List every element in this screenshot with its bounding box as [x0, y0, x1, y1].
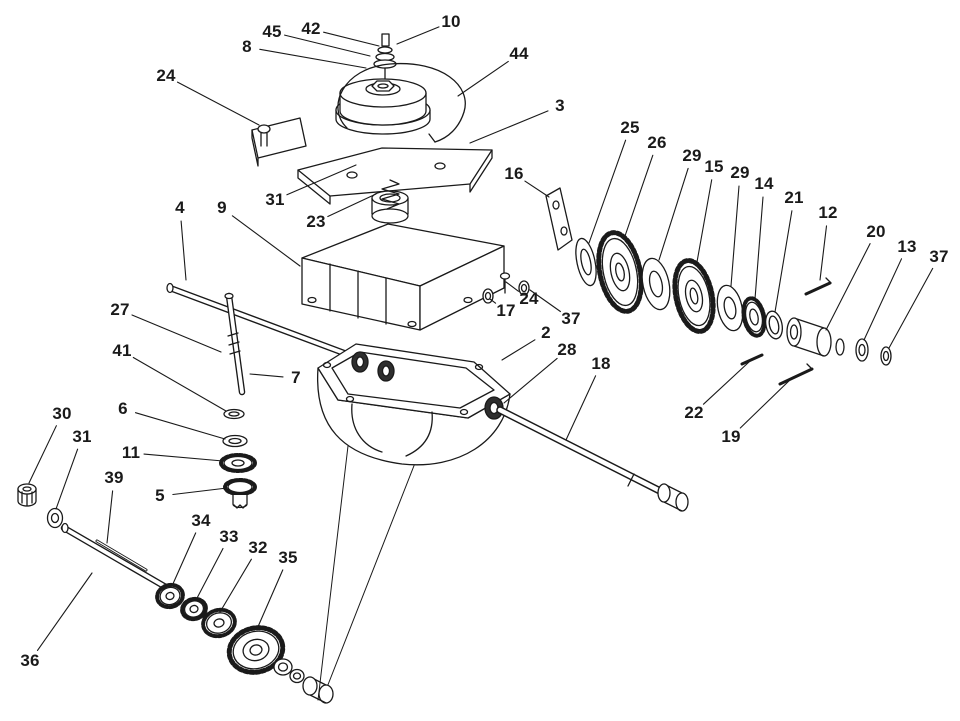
gearcase-housing-drawing	[316, 343, 511, 466]
spindle-washers-gears-drawing	[219, 408, 257, 509]
leader-line	[825, 243, 871, 331]
leader-line	[565, 375, 597, 441]
leader-line	[658, 167, 689, 261]
leader-line	[249, 373, 284, 378]
leader-line	[106, 490, 114, 544]
leader-line	[131, 314, 222, 353]
leader-line	[457, 60, 509, 97]
leader-line	[176, 81, 260, 126]
leader-line	[396, 26, 440, 45]
key-19-drawing	[778, 363, 814, 386]
leader-line	[524, 180, 550, 198]
leader-line	[469, 110, 549, 144]
return-spring-drawing	[381, 179, 400, 210]
leader-line	[624, 154, 654, 237]
pulley-drawing	[335, 78, 431, 135]
leader-line	[863, 258, 903, 341]
top-bolt-stack-drawing	[373, 33, 397, 81]
flat-bracket-drawing	[545, 187, 573, 251]
leader-line	[219, 558, 252, 613]
leader-line	[702, 361, 750, 405]
bracket-bolt-drawing	[257, 124, 271, 147]
gear-stack-drawing	[575, 230, 892, 386]
leader-line	[501, 339, 536, 361]
assembly-guide-lines	[317, 429, 429, 701]
leader-line	[259, 48, 367, 69]
leader-line	[754, 196, 764, 300]
pin-22-drawing	[740, 353, 764, 366]
output-axle-drawing	[496, 406, 689, 512]
input-shaft-drawing	[166, 282, 356, 360]
leader-line	[505, 281, 520, 292]
leader-line	[696, 179, 713, 263]
leader-line	[489, 298, 497, 304]
leader-line	[231, 215, 301, 267]
cotter-pin-12-drawing	[804, 277, 832, 296]
leader-lines-layer	[28, 26, 934, 651]
leader-line	[327, 193, 377, 218]
leader-line	[195, 547, 224, 601]
leader-line	[888, 267, 934, 349]
gearcase-cover-drawing	[301, 190, 505, 331]
leader-line	[323, 31, 380, 47]
leader-line	[28, 425, 57, 484]
leader-line	[529, 289, 561, 313]
leader-line	[143, 453, 224, 462]
leader-line	[739, 376, 794, 429]
shaft-bearings-drawing	[351, 351, 395, 382]
leader-line	[172, 487, 228, 496]
leader-line	[132, 356, 227, 412]
brake-cable-drawing	[337, 62, 466, 143]
leader-line	[730, 185, 740, 287]
output-bearing-drawing	[484, 396, 504, 420]
leader-line	[588, 139, 627, 244]
leader-line	[774, 210, 793, 313]
leader-line	[134, 412, 226, 440]
leader-line	[55, 448, 79, 510]
leader-line	[171, 532, 197, 587]
leader-line	[284, 34, 371, 57]
leader-line	[180, 220, 187, 281]
leader-line	[503, 357, 558, 404]
leader-line	[36, 572, 93, 651]
leader-line	[286, 164, 357, 196]
spindle-shaft-drawing	[224, 292, 246, 396]
lower-shaft-assembly-drawing	[17, 483, 334, 704]
leader-line	[256, 569, 284, 630]
leader-line	[819, 225, 828, 281]
